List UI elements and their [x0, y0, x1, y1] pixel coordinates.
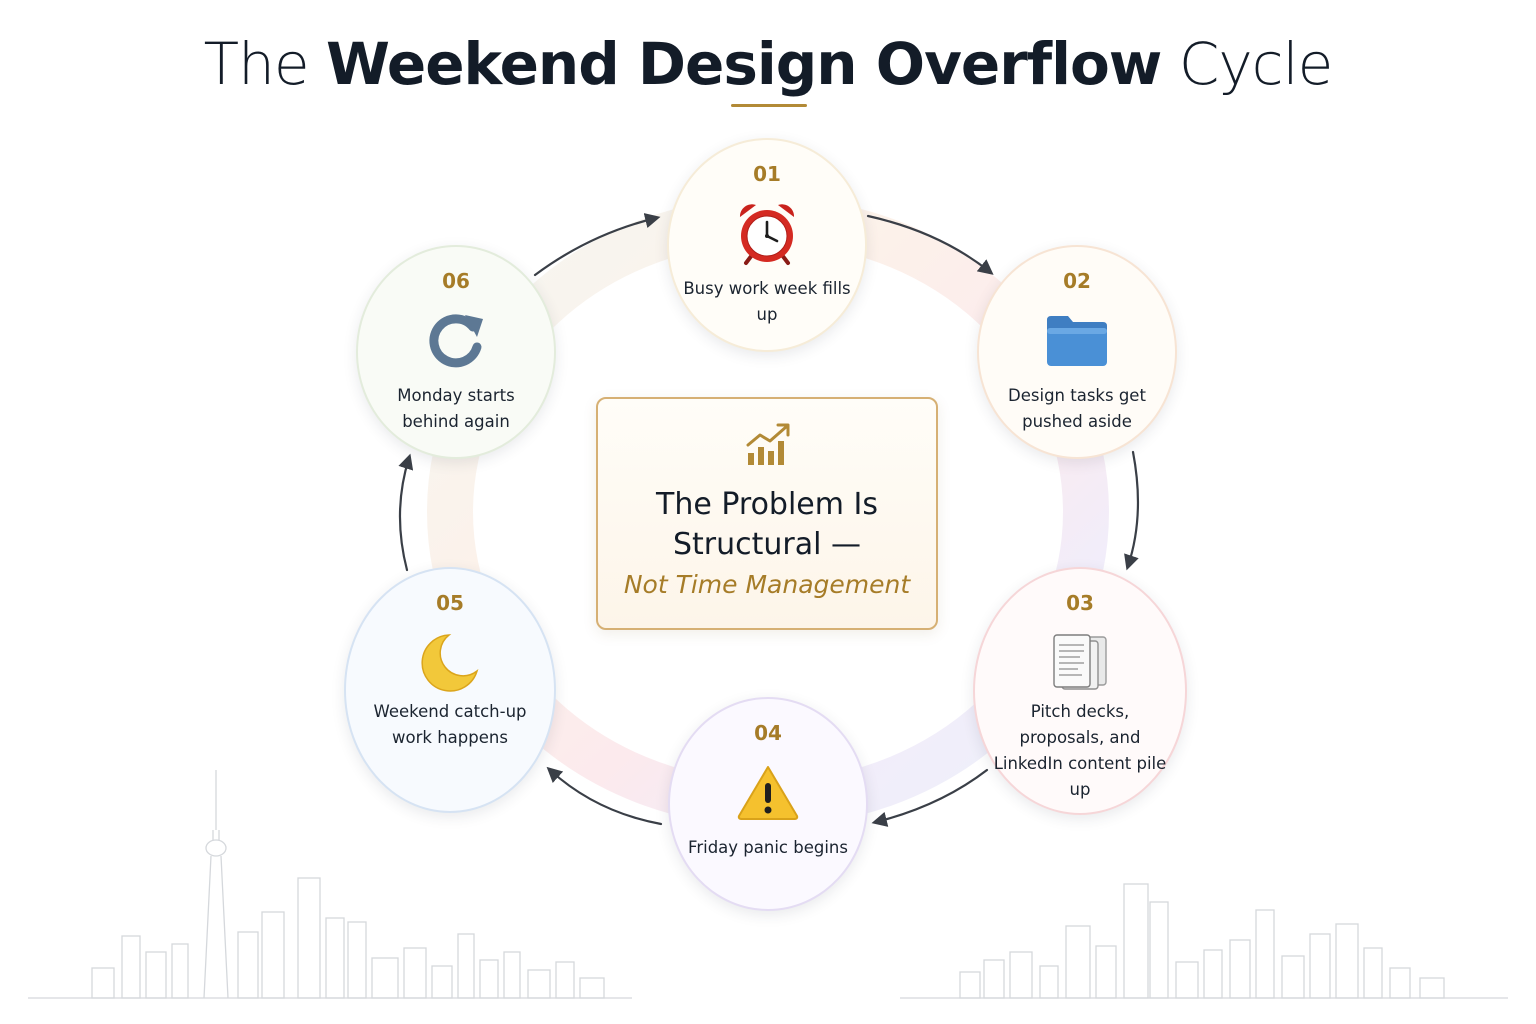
right-skyline — [900, 883, 1508, 999]
step-number: 02 — [1063, 269, 1091, 293]
alarm-clock-icon — [732, 198, 802, 268]
center-message-box: The Problem Is Structural — Not Time Man… — [596, 397, 938, 630]
title-part-2: Weekend Design Overflow — [325, 30, 1162, 98]
arrow-04-05 — [546, 766, 663, 826]
documents-icon — [1045, 627, 1115, 697]
step-number: 03 — [1066, 591, 1094, 615]
step-label: Pitch decks, proposals, and LinkedIn con… — [993, 702, 1167, 799]
center-headline-1: The Problem Is — [656, 487, 878, 522]
cycle-step-03: 03 Pitch decks, proposals, and LinkedIn … — [973, 567, 1187, 815]
cycle-step-02: 02 Design tasks get pushed aside — [977, 245, 1177, 459]
folder-icon — [1042, 305, 1112, 375]
step-label: Weekend catch-up work happens — [373, 702, 527, 747]
warning-icon — [733, 757, 803, 827]
left-skyline — [28, 770, 632, 999]
cycle-step-01: 01 Busy work week fills up — [667, 138, 867, 352]
refresh-icon — [421, 305, 491, 375]
cycle-step-05: 05 Weekend catch-up work happens — [344, 567, 556, 813]
cycle-step-06: 06 Monday starts behind again — [356, 245, 556, 459]
arrow-05-06 — [398, 453, 414, 572]
arrow-03-04 — [871, 768, 989, 827]
chart-growth-icon — [746, 423, 790, 465]
center-subline: Not Time Management — [623, 570, 911, 599]
step-label: Monday starts behind again — [397, 386, 515, 431]
step-label: Busy work week fills up — [683, 279, 851, 324]
step-number: 05 — [436, 591, 464, 615]
arrow-01-02 — [866, 214, 994, 275]
title-part-3: Cycle — [1161, 30, 1334, 98]
title-underline — [731, 104, 807, 107]
step-number: 06 — [442, 269, 470, 293]
arrow-06-01 — [533, 213, 661, 277]
cycle-step-04: 04 Friday panic begins — [668, 697, 868, 911]
title-part-1: The — [203, 30, 326, 98]
step-label: Friday panic begins — [688, 838, 848, 857]
arrow-02-03 — [1124, 450, 1140, 571]
step-number: 04 — [754, 721, 782, 745]
page-title: The Weekend Design Overflow Cycle — [0, 28, 1536, 100]
cycle-arrows — [398, 213, 1140, 827]
center-headline-2: Structural — — [672, 527, 861, 562]
step-label: Design tasks get pushed aside — [1008, 386, 1146, 431]
crescent-moon-icon — [415, 627, 485, 697]
step-number: 01 — [753, 162, 781, 186]
